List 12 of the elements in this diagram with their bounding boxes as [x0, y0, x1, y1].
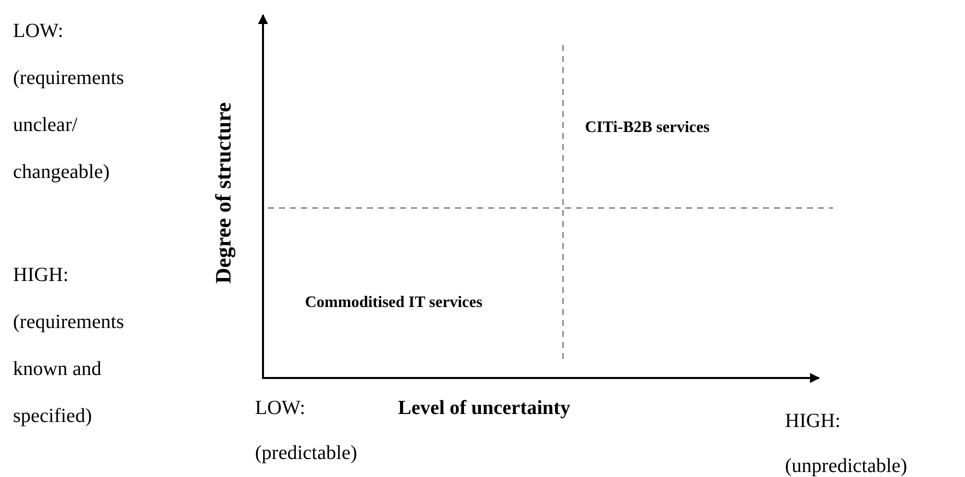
quadrant-label: CITi-B2B services	[585, 118, 710, 138]
scale-label: (requirements unclear/ changeable)	[13, 66, 126, 185]
scale-label: LOW:	[255, 396, 306, 421]
axis-title: Level of uncertainty	[398, 396, 570, 421]
scale-label: (unpredictable)	[785, 454, 908, 477]
quadrant-label: Commoditised IT services	[305, 293, 482, 313]
axis-title: Degree of structure	[210, 102, 237, 284]
scale-label: HIGH:	[785, 409, 841, 434]
scale-label: (requirements known and specified)	[13, 310, 126, 429]
scale-label: LOW:	[13, 19, 64, 44]
scale-label: (predictable)	[255, 441, 358, 466]
scale-label: HIGH:	[13, 263, 69, 288]
